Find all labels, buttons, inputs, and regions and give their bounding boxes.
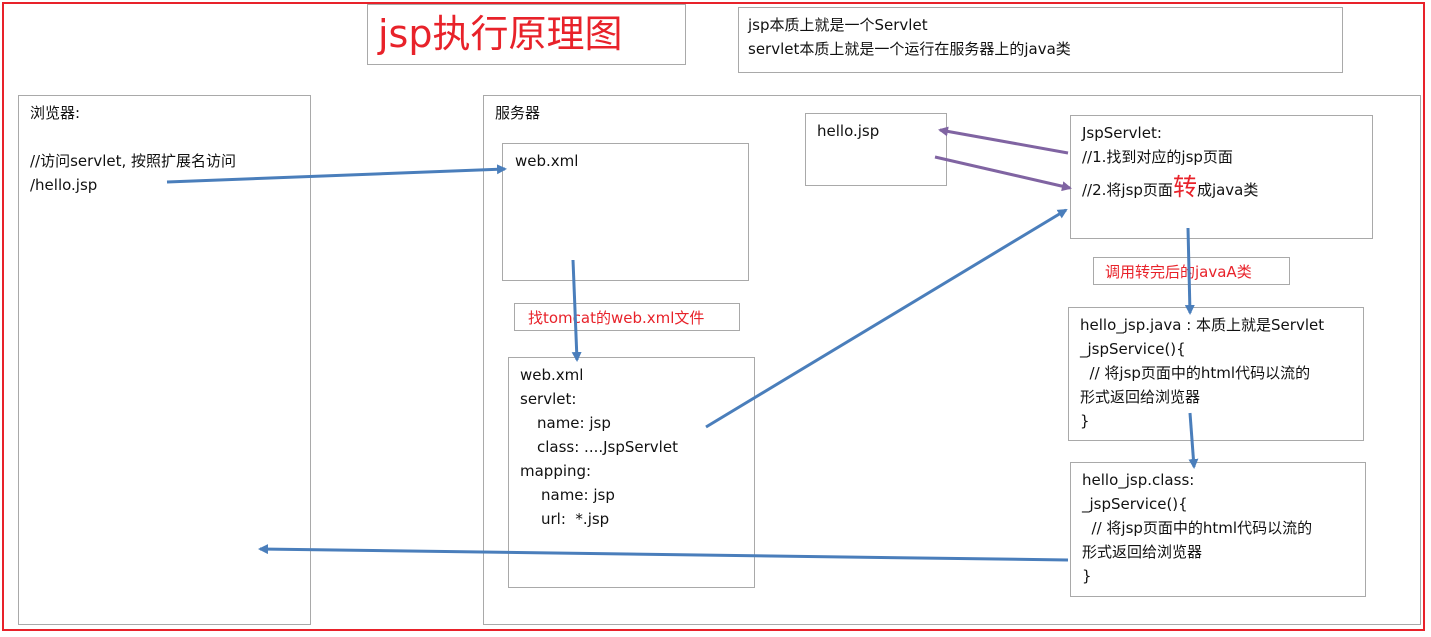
hello-class-title: hello_jsp.class: (1082, 471, 1195, 489)
hello-class-comment-2: 形式返回给浏览器 (1082, 543, 1203, 561)
find-webxml-label-box: 找tomcat的web.xml文件 (514, 303, 740, 331)
webxml-servlet-name: name: jsp (537, 414, 611, 432)
note-box: jsp本质上就是一个Servlet servlet本质上就是一个运行在服务器上的… (738, 7, 1343, 73)
title-box: jsp执行原理图 (367, 4, 686, 65)
arrow-hello-java-to-hello-class (1188, 412, 1199, 469)
arrow-jspservlet-to-hello-java (1184, 227, 1195, 315)
hello-java-title: hello_jsp.java : 本质上就是Servlet (1080, 316, 1325, 334)
note-line-2: servlet本质上就是一个运行在服务器上的java类 (748, 40, 1071, 58)
hello-class-box: hello_jsp.class: _jspService(){ // 将jsp页… (1070, 462, 1366, 597)
webxml-servlet-class: class: ....JspServlet (537, 438, 678, 456)
arrow-hello-jsp-to-jspservlet (934, 155, 1072, 192)
jspservlet-step-2-part-a: //2.将jsp页面 (1082, 181, 1173, 199)
webxml-mapping-label: mapping: (520, 462, 592, 480)
arrow-detail-to-jspservlet (705, 208, 1068, 429)
jspservlet-title: JspServlet: (1082, 124, 1162, 142)
arrow-jspservlet-to-hello-jsp (938, 126, 1069, 155)
webxml-servlet-label: servlet: (520, 390, 577, 408)
arrow-webxml-to-detail (571, 259, 582, 362)
browser-request-url: /hello.jsp (30, 176, 98, 194)
browser-panel: 浏览器: //访问servlet, 按照扩展名访问 /hello.jsp (18, 95, 311, 625)
hello-java-comment: // 将jsp页面中的html代码以流的 (1080, 364, 1311, 382)
jspservlet-step-2-part-c: 成java类 (1196, 181, 1259, 199)
jspservlet-step-2-emphasis: 转 (1172, 173, 1197, 201)
arrow-browser-to-webxml (166, 164, 507, 184)
hello-class-close: } (1082, 567, 1092, 585)
webxml-detail-box: web.xml servlet: name: jsp class: ....Js… (508, 357, 755, 588)
hello-class-comment: // 将jsp页面中的html代码以流的 (1082, 519, 1313, 537)
browser-request-comment: //访问servlet, 按照扩展名访问 (30, 152, 237, 170)
webxml-mapping-name: name: jsp (541, 486, 615, 504)
note-line-1: jsp本质上就是一个Servlet (748, 16, 928, 34)
webxml-mapping-url: url: *.jsp (541, 510, 610, 528)
arrow-hello-class-to-browser (258, 544, 1069, 562)
call-java-label: 调用转完后的javaA类 (1105, 263, 1252, 281)
server-label: 服务器 (495, 104, 541, 122)
hello-java-method: _jspService(){ (1080, 340, 1186, 358)
hello-java-box: hello_jsp.java : 本质上就是Servlet _jspServic… (1068, 307, 1364, 441)
webxml-detail-title: web.xml (520, 366, 584, 384)
hello-java-comment-2: 形式返回给浏览器 (1080, 388, 1201, 406)
hello-jsp-label: hello.jsp (817, 122, 880, 140)
call-java-label-box: 调用转完后的javaA类 (1093, 257, 1290, 285)
jspservlet-box: JspServlet: //1.找到对应的jsp页面 //2.将jsp页面转成j… (1070, 115, 1373, 239)
hello-class-method: _jspService(){ (1082, 495, 1188, 513)
webxml-box: web.xml (502, 143, 749, 281)
jspservlet-step-1: //1.找到对应的jsp页面 (1082, 148, 1233, 166)
page-title: jsp执行原理图 (378, 12, 623, 56)
hello-java-close: } (1080, 412, 1090, 430)
find-webxml-label: 找tomcat的web.xml文件 (528, 309, 705, 327)
webxml-label: web.xml (515, 152, 579, 170)
hello-jsp-box: hello.jsp (805, 113, 947, 186)
browser-label: 浏览器: (30, 104, 81, 122)
jspservlet-step-2: //2.将jsp页面转成java类 (1082, 172, 1258, 205)
